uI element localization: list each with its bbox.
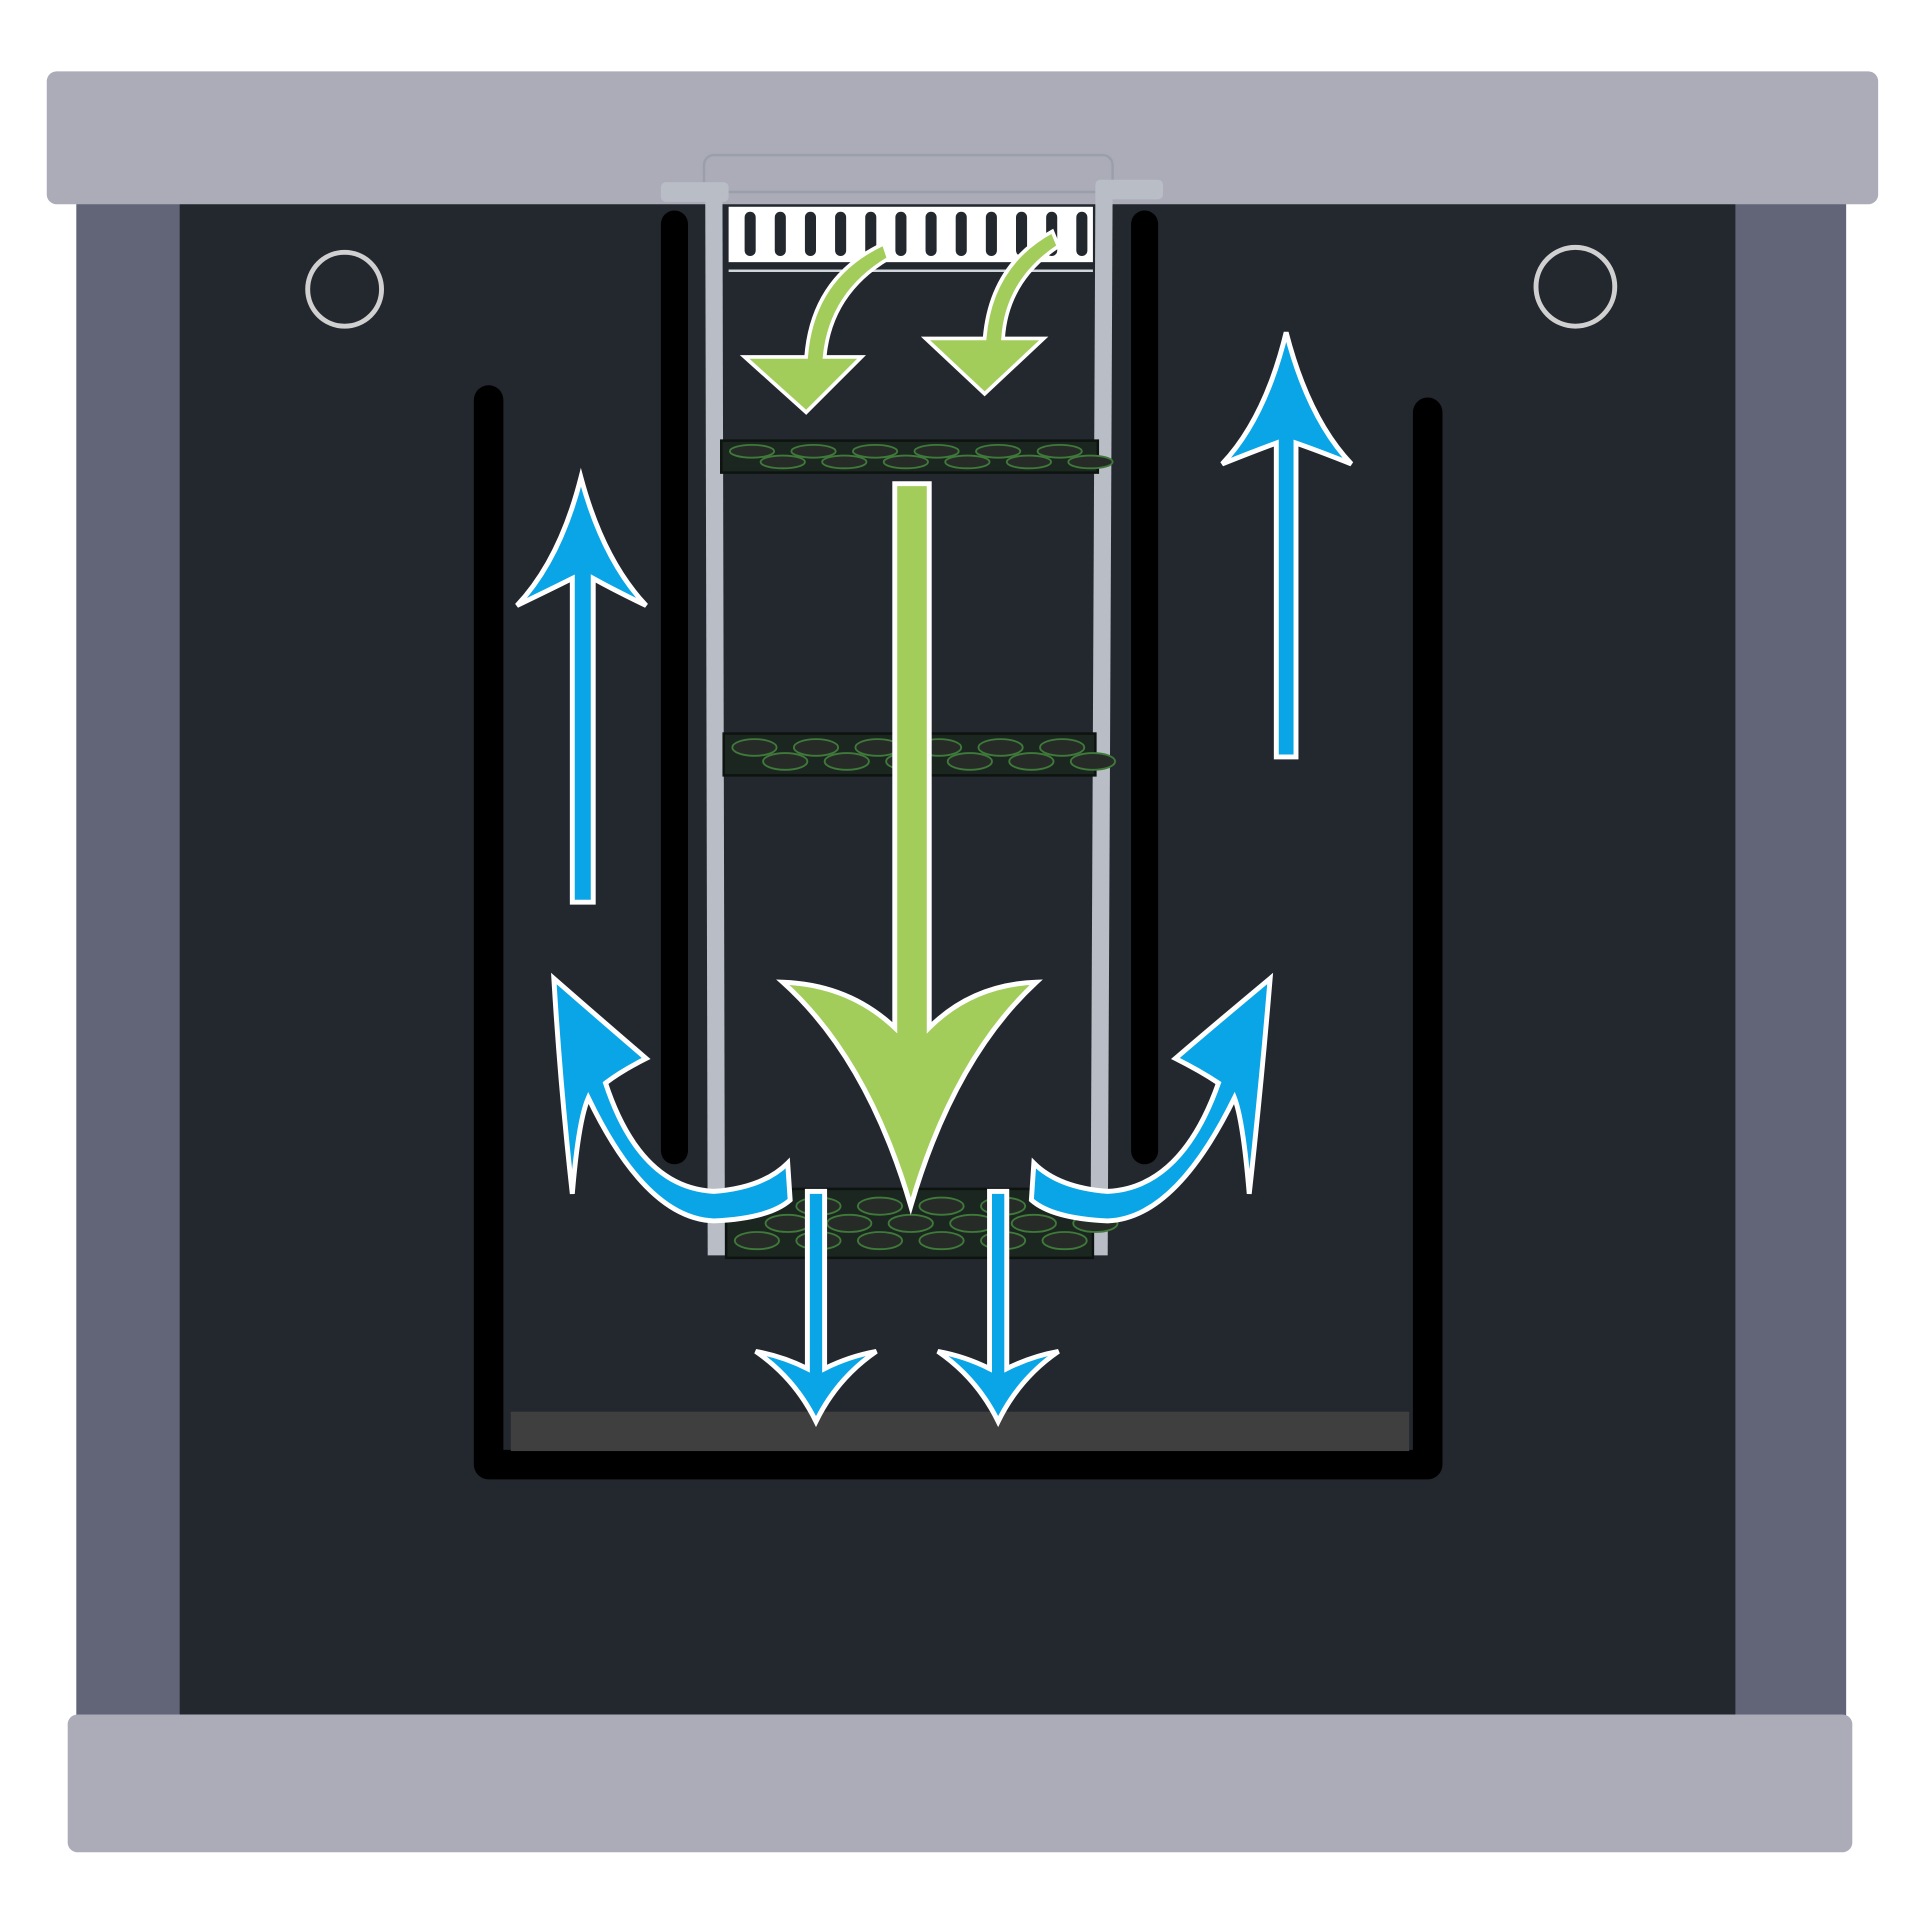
blue-curved-arrow-right-icon	[1028, 972, 1274, 1224]
plate-hole	[975, 443, 1022, 459]
plate-hole	[792, 738, 840, 757]
comb-slot	[1016, 211, 1028, 256]
plate-hole	[946, 752, 993, 771]
comb-slot	[744, 211, 756, 256]
blue-up-arrow-right-icon	[1220, 331, 1354, 760]
plate-hole	[1069, 752, 1116, 771]
green-main-down-arrow-icon	[776, 481, 1043, 1215]
reactor-left-rail	[705, 190, 725, 1256]
plate-hole	[764, 1213, 811, 1233]
blue-down-arrow-right-icon	[936, 1188, 1060, 1428]
left-mount-hole	[305, 249, 384, 329]
comb-slot	[925, 211, 937, 256]
plate-hole	[918, 1231, 965, 1251]
plate-hole	[882, 454, 929, 470]
plate-hole	[1010, 1213, 1057, 1233]
plate-hole	[856, 1196, 904, 1216]
comb-slot	[804, 211, 816, 256]
green-curved-arrow-right-icon	[920, 228, 1061, 397]
plate-hole	[1008, 752, 1055, 771]
plate-hole	[821, 454, 868, 470]
plate-hole	[1067, 454, 1114, 470]
plate-hole	[733, 1231, 781, 1251]
blue-curved-arrow-left-icon	[551, 972, 793, 1224]
dark-back-panel	[172, 196, 1754, 1730]
comb-slot	[955, 211, 967, 256]
bottom-rim	[67, 1714, 1853, 1853]
sump-base	[510, 1411, 1410, 1452]
plate-hole	[823, 752, 870, 771]
comb-slot	[985, 211, 997, 256]
reactor-top-lip	[702, 153, 1114, 194]
plate-hole	[1005, 454, 1052, 470]
plate-hole	[1036, 443, 1083, 459]
comb-slot	[1076, 211, 1088, 256]
blue-down-arrow-left-icon	[754, 1188, 878, 1428]
plate-hole	[918, 1196, 965, 1216]
comb-slot	[865, 211, 877, 256]
plate-hole	[887, 1213, 934, 1233]
plate-hole	[826, 1213, 873, 1233]
comb-slot	[895, 211, 907, 256]
comb-slot	[774, 211, 786, 256]
outer-u-baffle	[473, 385, 1443, 1480]
plate-hole	[790, 443, 837, 459]
flow-arrows	[515, 228, 1354, 1428]
plate-hole	[762, 752, 809, 771]
right-pillar	[1735, 196, 1847, 1730]
blue-up-arrow-left-icon	[515, 467, 648, 905]
reactor-right-rail	[1090, 190, 1113, 1256]
green-curved-arrow-left-icon	[739, 241, 891, 415]
plate-hole	[913, 443, 960, 459]
right-mount-hole	[1533, 244, 1618, 329]
plate-hole	[759, 454, 806, 470]
media-plate	[720, 439, 1114, 474]
plate-hole	[977, 738, 1024, 757]
baffles	[473, 210, 1443, 1480]
plate-hole	[944, 454, 991, 470]
left-pillar	[76, 196, 180, 1730]
comb-slot	[835, 211, 847, 256]
plate-hole	[728, 443, 776, 459]
plate-hole	[852, 443, 899, 459]
plate-hole	[856, 1231, 904, 1251]
top-rim	[46, 71, 1879, 205]
plate-hole	[731, 738, 778, 757]
plate-hole	[1039, 738, 1086, 757]
plate-hole	[1041, 1231, 1088, 1251]
